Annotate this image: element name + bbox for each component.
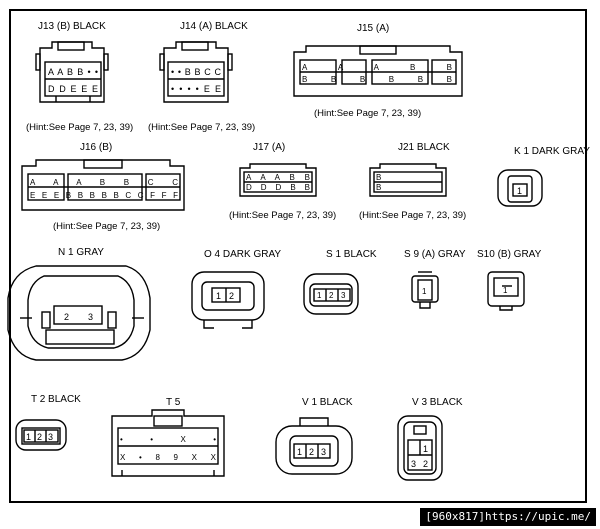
t2-pin-1: 1: [26, 432, 31, 442]
title-v3: V 3 BLACK: [412, 397, 463, 408]
hint-j15: (Hint:See Page 7, 23, 39): [314, 108, 421, 119]
hint-j13: (Hint:See Page 7, 23, 39): [26, 122, 133, 133]
j15-row2: B B B B B B: [302, 75, 452, 84]
connector-j16: [21, 159, 185, 211]
s9-pin-1: 1: [422, 287, 427, 296]
title-s9: S 9 (A) GRAY: [404, 249, 466, 260]
connector-j15: [293, 45, 463, 97]
connector-j17: [239, 163, 317, 197]
connector-v3: [397, 415, 443, 481]
title-j21: J21 BLACK: [398, 142, 450, 153]
title-t5: T 5: [166, 397, 181, 408]
connector-o4: [191, 271, 265, 329]
connector-n1: [7, 265, 151, 361]
j14-row1: • • B B C C: [171, 67, 222, 77]
j17-row1: A A A B B: [246, 173, 310, 182]
connector-j21: [369, 163, 447, 197]
title-j17: J17 (A): [253, 142, 285, 153]
n1-pin-2: 2: [64, 312, 69, 322]
title-s1: S 1 BLACK: [326, 249, 377, 260]
k1-pin-1: 1: [517, 186, 522, 196]
connector-t2: [15, 419, 67, 451]
watermark-text: [960x817]https://upic.me/: [420, 508, 596, 526]
v1-pin-3: 3: [321, 447, 326, 457]
t5-row1: • • X •: [120, 435, 216, 444]
t5-row2: X • 8 9 X X: [120, 453, 217, 462]
j21-row2: B: [376, 183, 381, 192]
title-n1: N 1 GRAY: [58, 247, 104, 258]
connector-hints: (Hint:See Page 7, 23, 39) (Hint:See Page…: [26, 108, 466, 232]
j17-row2: D D D B B: [246, 183, 310, 192]
o4-pin-2: 2: [229, 291, 234, 301]
t2-pin-3: 3: [48, 432, 53, 442]
connector-j14: [159, 41, 233, 103]
connector-s10: [487, 271, 525, 311]
title-j15: J15 (A): [357, 23, 389, 34]
hint-j17: (Hint:See Page 7, 23, 39): [229, 210, 336, 221]
v3-pin-2: 2: [423, 459, 428, 469]
title-k1: K 1 DARK GRAY: [514, 146, 590, 157]
o4-pin-1: 1: [216, 291, 221, 301]
title-v1: V 1 BLACK: [302, 397, 353, 408]
j14-row2: • • • • E E: [171, 84, 221, 94]
title-j16: J16 (B): [80, 142, 112, 153]
v3-pin-1: 1: [423, 444, 428, 454]
connector-t5: [111, 409, 225, 477]
v1-pin-1: 1: [297, 447, 302, 457]
title-t2: T 2 BLACK: [31, 394, 81, 405]
diagram-sheet: [9, 9, 587, 503]
title-o4: O 4 DARK GRAY: [204, 249, 281, 260]
title-j13: J13 (B) BLACK: [38, 21, 106, 32]
j16-row2: E E E B B B B B C C F F F: [30, 191, 178, 200]
connector-titles: J13 (B) BLACK J14 (A) BLACK J15 (A) J16 …: [31, 21, 590, 408]
connector-k1: [497, 169, 543, 207]
hint-j21: (Hint:See Page 7, 23, 39): [359, 210, 466, 221]
j15-row1: A A A B B: [302, 63, 452, 72]
v1-pin-2: 2: [309, 447, 314, 457]
title-s10: S10 (B) GRAY: [477, 249, 542, 260]
j13-row2: D D E E E: [48, 84, 98, 94]
t2-pin-2: 2: [37, 432, 42, 442]
v3-pin-3: 3: [411, 459, 416, 469]
hint-j16: (Hint:See Page 7, 23, 39): [53, 221, 160, 232]
s1-pin-1: 1: [317, 291, 322, 300]
connector-s9: [411, 271, 439, 309]
n1-pin-3: 3: [88, 312, 93, 322]
s10-pin-1: 1: [503, 286, 508, 295]
hint-j14: (Hint:See Page 7, 23, 39): [148, 122, 255, 133]
j16-row1: A A A B B C C: [30, 178, 178, 187]
s1-pin-3: 3: [341, 291, 346, 300]
j13-row1: A A B B • •: [48, 67, 98, 77]
j21-row1: B: [376, 173, 381, 182]
connector-s1: [303, 273, 359, 315]
s1-pin-2: 2: [329, 291, 334, 300]
title-j14: J14 (A) BLACK: [180, 21, 248, 32]
connector-v1: [275, 417, 353, 475]
connector-j13: [35, 41, 109, 103]
